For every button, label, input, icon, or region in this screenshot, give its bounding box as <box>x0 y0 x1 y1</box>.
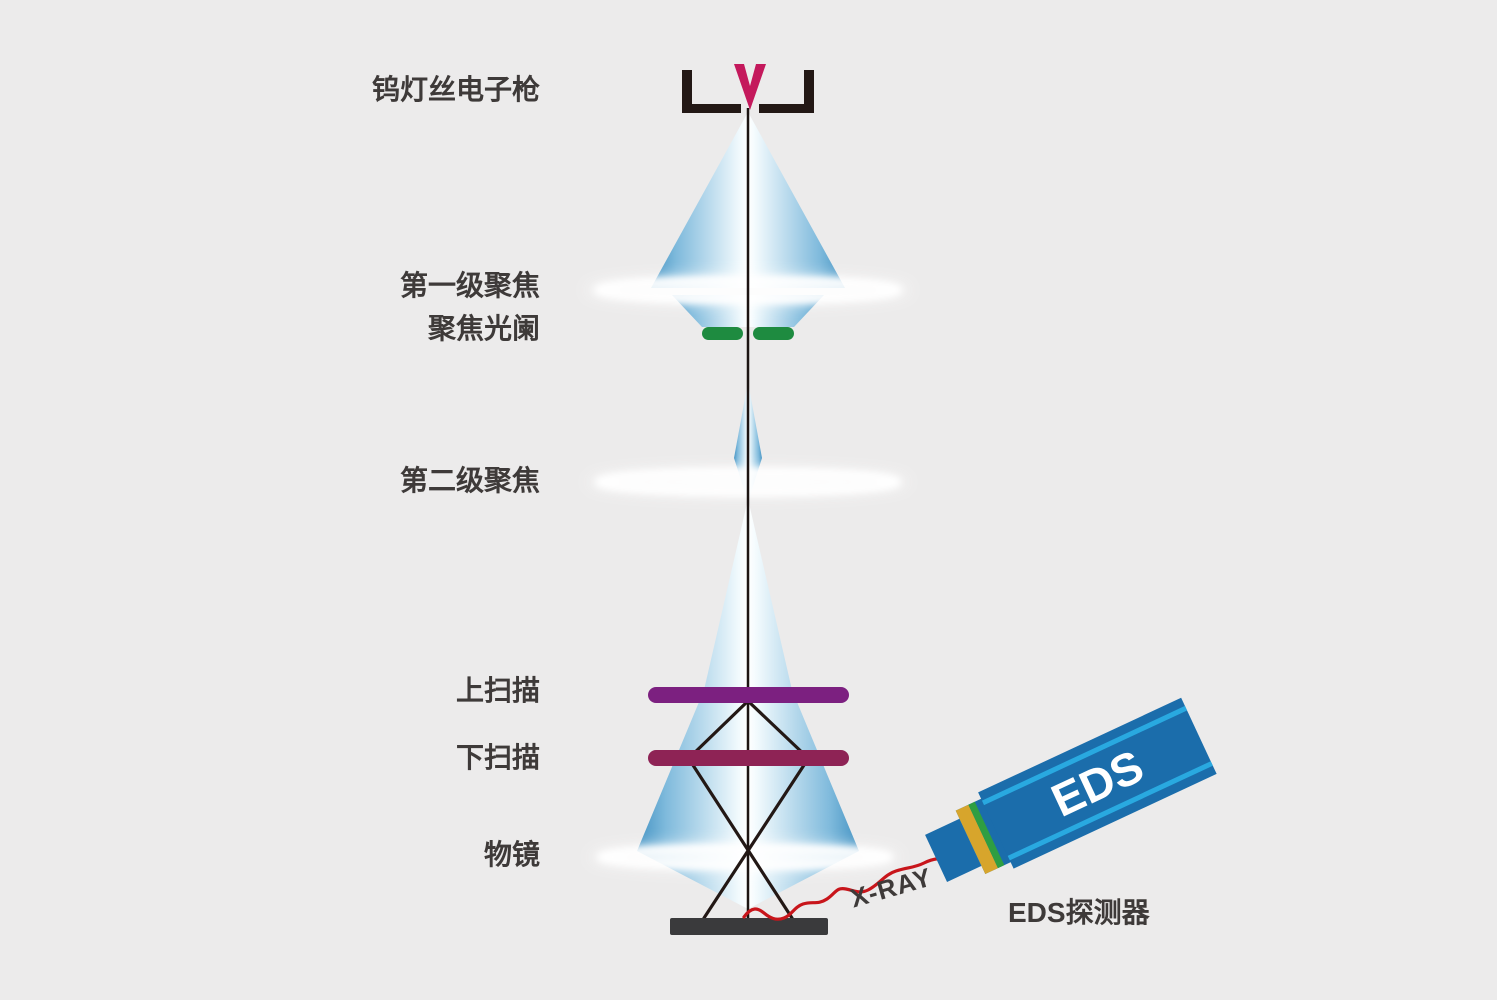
sample-stage <box>670 918 828 935</box>
aperture-block-left <box>702 327 743 340</box>
deflection-line-upper-right <box>746 699 810 760</box>
deflected-beam-paths <box>687 699 810 920</box>
eds-green-stripe <box>968 801 1005 869</box>
label-condenser-aperture: 聚焦光阑 <box>427 313 540 344</box>
eds-gold-stripe <box>955 804 998 875</box>
deflection-line-upper-left <box>687 699 750 760</box>
label-electron-gun: 钨灯丝电子枪 <box>371 74 540 105</box>
gun-bracket-left <box>682 70 741 113</box>
label-lower-scan-coil: 下扫描 <box>455 742 540 773</box>
eds-cyan-stripe-bottom <box>1007 761 1213 861</box>
deflection-line-lower-left <box>687 757 794 920</box>
electron-gun <box>682 64 814 113</box>
aperture-block-right <box>753 327 794 340</box>
label-second-condenser: 第二级聚焦 <box>399 465 540 496</box>
label-upper-scan-coil: 上扫描 <box>455 675 540 706</box>
tungsten-filament <box>734 64 766 110</box>
label-objective-lens: 物镜 <box>483 839 540 870</box>
upper-scan-coil-bar <box>648 687 849 703</box>
gun-bracket-right <box>759 70 814 113</box>
label-eds-detector: EDS探测器 <box>1008 897 1150 928</box>
xray-signal-wire <box>742 856 952 921</box>
label-first-condenser: 第一级聚焦 <box>399 270 540 301</box>
eds-cyan-stripe-top <box>981 705 1188 806</box>
eds-body <box>978 697 1217 869</box>
eds-snout-tip <box>925 818 982 882</box>
lower-scan-coil-bar <box>648 750 849 766</box>
deflection-line-lower-right <box>702 757 810 920</box>
eds-detector: EDS <box>925 697 1217 882</box>
